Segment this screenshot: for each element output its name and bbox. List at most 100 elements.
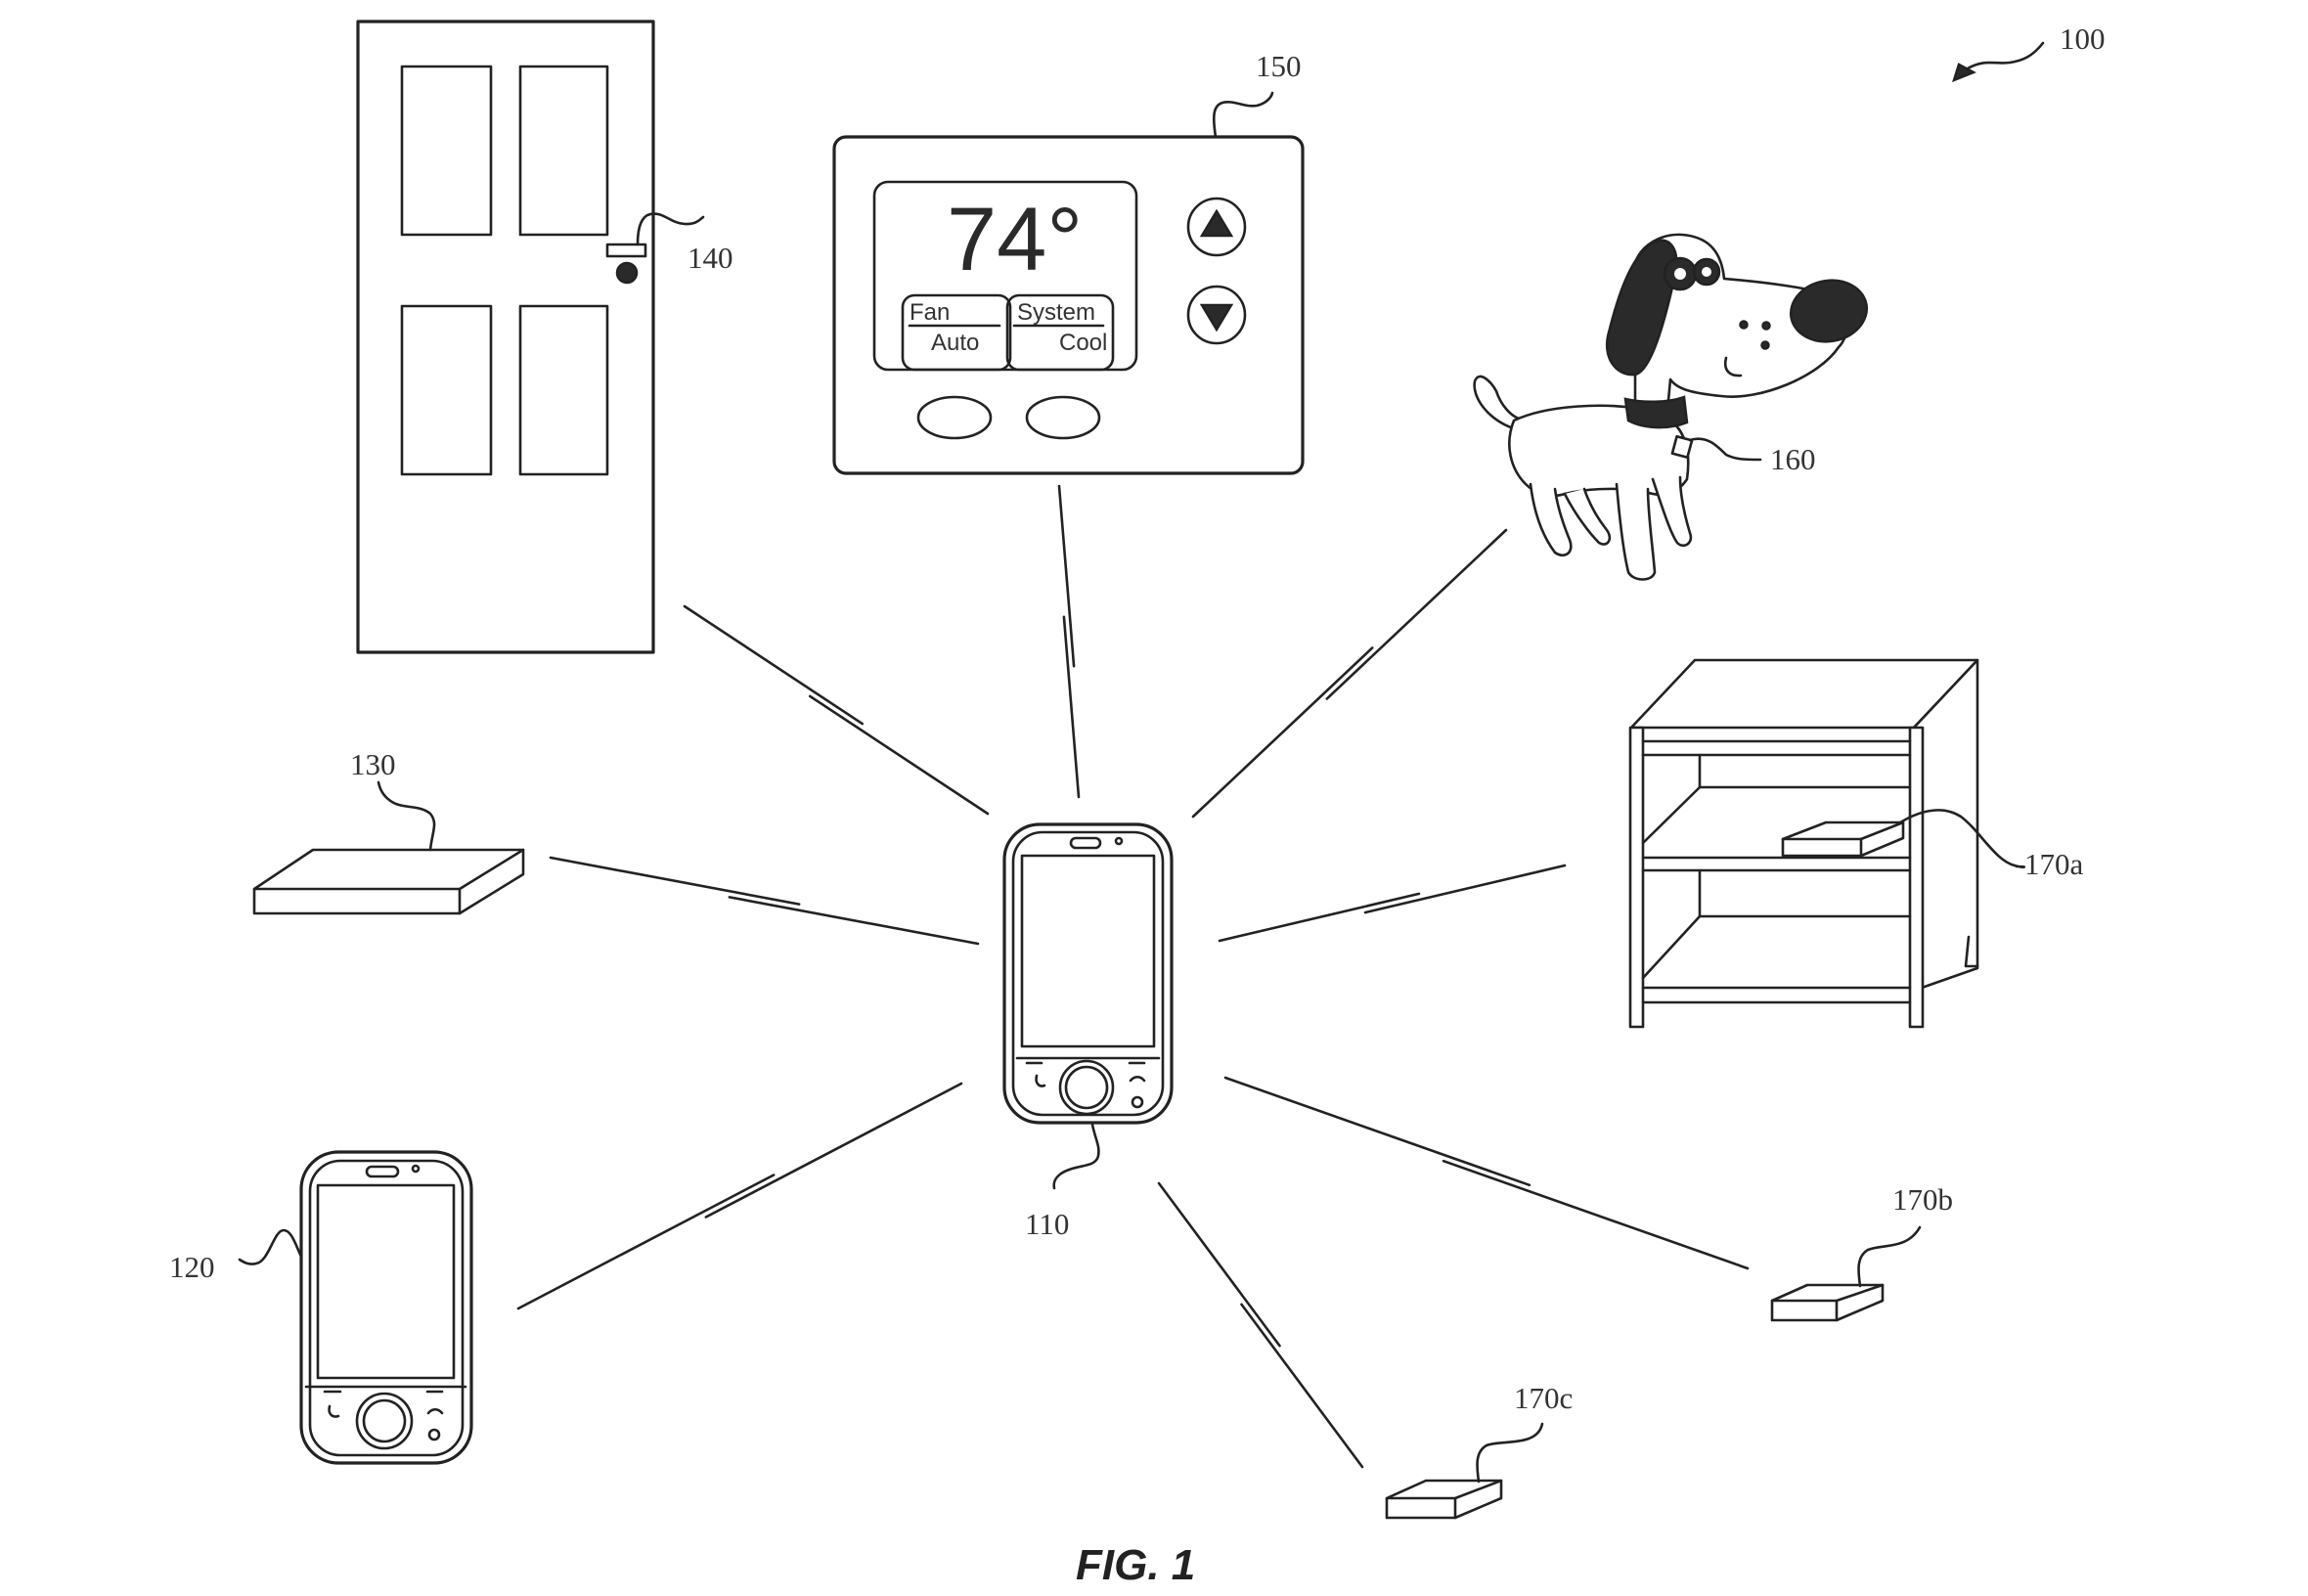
hub-phone-body [1002, 822, 1174, 1125]
link-segment [1157, 1181, 1281, 1348]
link-segment [728, 896, 980, 946]
leader-line-140 [636, 212, 705, 246]
dog-nose [1789, 279, 1869, 343]
wireless-link-door-lock [683, 604, 990, 816]
link-segment [704, 1082, 963, 1219]
ref-label-130: 130 [350, 747, 396, 781]
remote-phone-home-button [355, 1392, 414, 1450]
thermostat-display [872, 180, 1138, 372]
dog-leg [1651, 475, 1693, 548]
collar-tag [1670, 434, 1694, 460]
link-segment [1363, 864, 1567, 914]
system-reference-100: 100 [1952, 22, 2106, 83]
wireless-link-floor-tag-c [1157, 1181, 1364, 1469]
call-icon [1035, 1074, 1046, 1087]
shelf-post [1628, 726, 1645, 1029]
dog-leg [1529, 482, 1573, 557]
temperature-down-button [1186, 285, 1247, 345]
dog-leg [1615, 482, 1657, 581]
reference-arrow-100 [1966, 41, 2045, 70]
door-frame [356, 20, 655, 654]
ref-label-170b: 170b [1892, 1182, 1953, 1217]
ref-label-160: 160 [1770, 442, 1816, 476]
shelf-post [1908, 726, 1925, 1029]
wireless-link-pet-collar [1191, 528, 1508, 819]
link-segment [1218, 892, 1421, 943]
dog: 160 [1473, 233, 1869, 581]
ref-label-140: 140 [688, 241, 733, 275]
door-panel [400, 65, 493, 237]
door-sensor [605, 243, 647, 258]
ref-label-170c: 170c [1514, 1381, 1573, 1415]
wireless-link-shelf-tag [1218, 864, 1567, 943]
door-panel [400, 304, 493, 476]
fan-label: Fan [910, 299, 950, 326]
leader-line-110 [1052, 1123, 1100, 1190]
shelf: 170a [1628, 658, 2084, 1029]
thermostat-soft-button [916, 395, 993, 440]
ref-label-100: 100 [2060, 22, 2106, 56]
arrowhead-icon [1952, 63, 1976, 83]
ref-label-110: 110 [1025, 1207, 1069, 1241]
leader-line-130 [377, 780, 436, 852]
link-segment [1057, 484, 1076, 668]
end-call-icon [1129, 1075, 1146, 1083]
remote-phone-screen [316, 1183, 456, 1380]
link-segment [683, 604, 865, 726]
floor-tag-170c: 170c [1385, 1381, 1573, 1520]
leader-line-170c [1476, 1422, 1544, 1484]
dog-body [1508, 404, 1690, 498]
remote-phone: 120 [169, 1150, 473, 1465]
floor-tag-170b: 170b [1770, 1182, 1953, 1322]
thermostat: 74° Fan Auto System Cool 150 [832, 49, 1305, 475]
link-segment [549, 856, 801, 906]
figure-caption: FIG. 1 [1076, 1541, 1195, 1589]
dog-collar [1623, 395, 1689, 429]
link-segment [1240, 1303, 1364, 1469]
leader-line-160 [1688, 437, 1762, 462]
link-segment [808, 694, 990, 816]
leader-line-150 [1212, 91, 1274, 139]
leader-line-170b [1857, 1225, 1922, 1288]
ref-label-120: 120 [169, 1250, 215, 1284]
leader-line-170a [1895, 809, 2026, 868]
sensor-tag-130: 130 [252, 747, 525, 915]
door-panel [518, 304, 609, 476]
fan-mode-box [901, 293, 1012, 372]
link-segment [1062, 615, 1081, 799]
remote-phone-body [299, 1150, 473, 1465]
door: 140 [356, 20, 733, 654]
hub-phone-screen [1020, 854, 1156, 1048]
link-segment [1191, 646, 1374, 819]
wireless-link-sensor-tag [549, 856, 980, 946]
triangle-down-icon [1199, 303, 1234, 332]
thermostat-soft-button [1025, 395, 1101, 440]
link-segment [1442, 1159, 1750, 1270]
hub-phone-home-button [1058, 1059, 1115, 1116]
thermostat-body [832, 135, 1305, 475]
sensor-tag-body [252, 848, 525, 915]
leader-line-120 [238, 1228, 303, 1265]
link-segment [516, 1174, 776, 1310]
ref-label-170a: 170a [2024, 847, 2084, 881]
dog-tail [1473, 375, 1521, 432]
wireless-link-floor-tag-b [1223, 1076, 1750, 1270]
system-value: Cool [1059, 330, 1107, 356]
door-panel [518, 65, 609, 237]
link-segment [1223, 1076, 1531, 1187]
end-call-icon [426, 1407, 444, 1415]
temperature-up-button [1186, 197, 1247, 257]
wireless-link-thermostat [1057, 484, 1081, 799]
call-icon [328, 1404, 340, 1418]
speaker-slot [1069, 836, 1102, 850]
system-mode-box [1005, 293, 1115, 372]
wireless-link-remote-phone [516, 1082, 963, 1310]
wireless-links [516, 484, 1750, 1469]
link-segment [1325, 528, 1508, 700]
ref-label-150: 150 [1256, 49, 1302, 83]
dog-mouth [1723, 356, 1743, 377]
hub-phone: 110 [1002, 822, 1174, 1241]
triangle-up-icon [1199, 208, 1234, 238]
speaker-slot [365, 1165, 400, 1178]
